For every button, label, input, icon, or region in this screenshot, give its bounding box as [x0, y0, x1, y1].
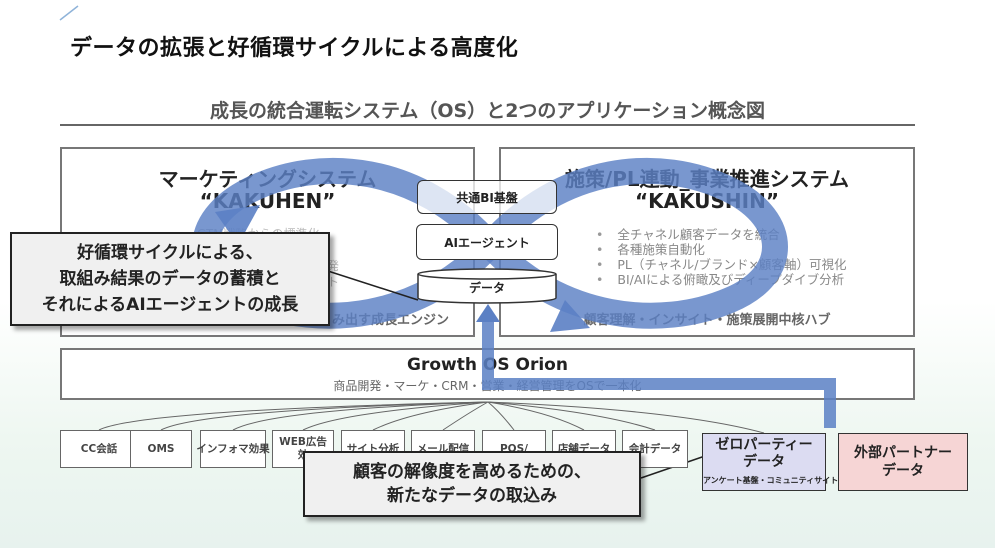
subtitle-rule [60, 124, 915, 126]
zero-party-sub: アンケート基盤・コミュニティサイト [703, 476, 839, 485]
source-cc-conversation: CC会話 [60, 430, 138, 468]
common-bi-box: 共通BI基盤 [417, 180, 557, 214]
external-partner-data-box: 外部パートナー データ [838, 433, 968, 491]
cycle-callout-line: それによるAIエージェントの成長 [41, 295, 299, 315]
partner-title: 外部パートナー [854, 445, 952, 461]
source-infomercial: インフォマ効果 [196, 430, 270, 468]
cycle-callout-line: 好循環サイクルによる、 [77, 243, 263, 263]
ai-agent-box: AIエージェント [416, 224, 558, 260]
kakushin-bullet: 各種施策自動化 [596, 242, 846, 257]
partner-title-2: データ [882, 463, 924, 479]
database-icon [417, 268, 557, 304]
kakushin-bullet: PL（チャネル/ブランド×顧客軸）可視化 [596, 257, 846, 272]
zero-party-data-box: ゼロパーティー データ アンケート基盤・コミュニティサイト [702, 433, 839, 491]
new-data-callout: 顧客の解像度を高めるための、 新たなデータの取込み [303, 451, 641, 517]
kakushin-bullet-list: 全チャネル顧客データを統合 各種施策自動化 PL（チャネル/ブランド×顧客軸）可… [596, 227, 846, 287]
page-title: データの拡張と好循環サイクルによる高度化 [70, 36, 519, 61]
database-label: データ [468, 281, 505, 295]
cycle-callout: 好循環サイクルによる、 取組み結果のデータの蓄積と それによるAIエージェントの… [10, 232, 330, 326]
source-accounting: 会計データ [622, 430, 688, 468]
kakuhen-faded-bullet: 発 [327, 259, 340, 273]
zero-party-title: ゼロパーティー [715, 437, 813, 453]
zero-party-title-2: データ [743, 454, 785, 470]
kakuhen-faded-bullet: ト [327, 275, 340, 289]
new-data-callout-line: 新たなデータの取込み [387, 486, 557, 506]
cycle-callout-line: 取組み結果のデータの蓄積と [59, 269, 281, 289]
accent-slash [59, 5, 79, 21]
source-oms: OMS [130, 430, 192, 468]
kakushin-bullet: BI/AIによる俯瞰及びディープダイブ分析 [596, 272, 846, 287]
new-data-callout-line: 顧客の解像度を高めるための、 [353, 462, 591, 482]
diagram-subtitle: 成長の統合運転システム（OS）と2つのアプリケーション概念図 [209, 100, 766, 122]
kakushin-bullet: 全チャネル顧客データを統合 [596, 227, 846, 242]
